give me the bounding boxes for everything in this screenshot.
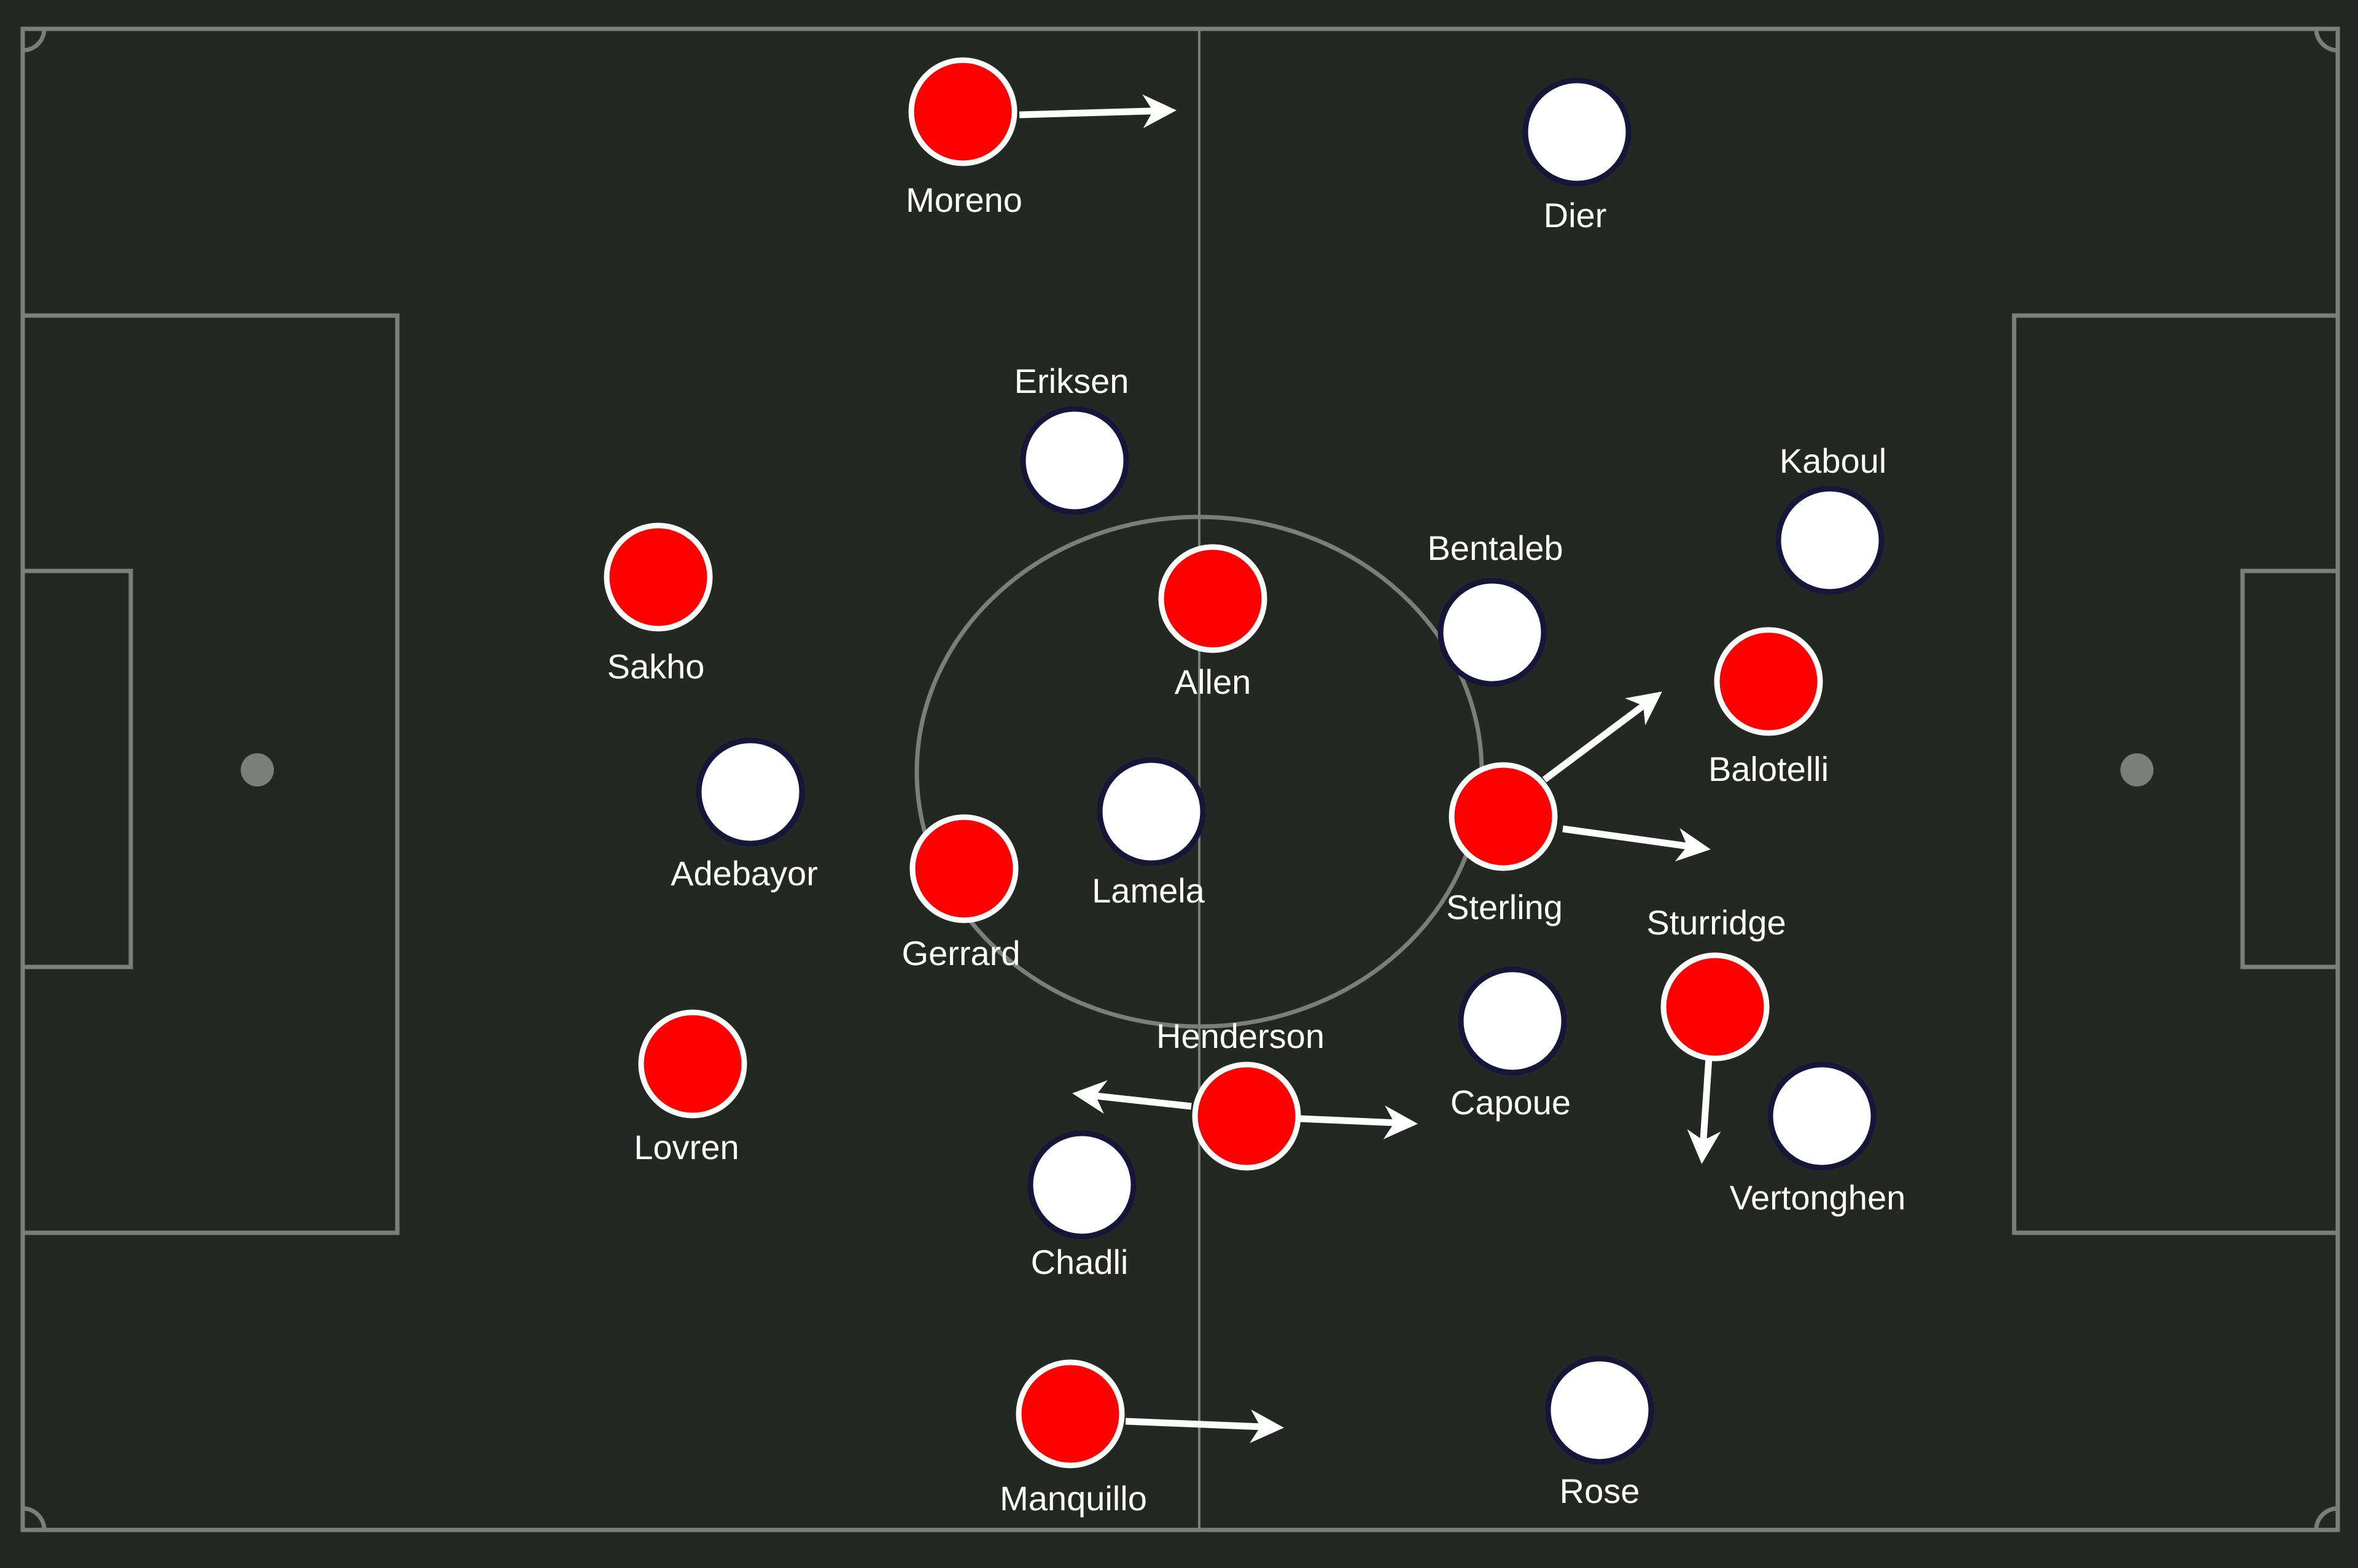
player-lovren: Lovren [634,1009,747,1166]
player-marker-red [1016,1359,1125,1469]
player-marker-white [1438,578,1547,687]
player-marker-red [1449,762,1558,871]
player-marker-red [1192,1062,1301,1171]
player-chadli: Chadli [1027,1130,1137,1281]
arrow-sturridge [1687,1057,1721,1164]
left-six-yard-box [20,569,133,969]
player-marker-red [908,57,1018,166]
player-marker-red [1158,544,1267,653]
player-label: Sterling [1446,888,1563,926]
player-label: Capoue [1450,1083,1571,1122]
player-label: Rose [1560,1472,1640,1510]
player-label: Moreno [906,180,1022,219]
player-eriksen: Eriksen [1014,362,1129,515]
player-bentaleb: Bentaleb [1427,529,1563,687]
player-label: Vertonghen [1730,1178,1905,1217]
right-six-yard-box [2240,569,2340,969]
corner-arc-bottom-right [2314,1506,2338,1531]
player-label: Bentaleb [1427,529,1563,567]
player-label: Kaboul [1780,441,1886,480]
player-marker-red [1660,952,1770,1062]
left-penalty-spot [241,753,274,786]
pitch-markings [20,26,2340,1532]
arrow-sterling-right [1562,825,1711,862]
player-marker-white [1097,757,1206,866]
player-label: Eriksen [1014,362,1129,400]
player-marker-white [1545,1356,1654,1465]
player-gerrard: Gerrard [902,814,1021,972]
corner-arc-top-right [2314,28,2338,53]
arrow-henderson-left [1072,1080,1192,1114]
player-marker-red [638,1009,747,1119]
player-adebayor: Adebayor [671,737,818,893]
player-marker-white [1767,1062,1877,1171]
player-marker-white [1775,486,1885,595]
corner-arc-top-left [22,28,47,53]
player-sturridge: Sturridge [1646,903,1786,1062]
player-rose: Rose [1545,1356,1654,1510]
player-label: Chadli [1031,1243,1129,1281]
player-marker-white [1458,966,1567,1076]
player-label: Sakho [607,647,705,686]
movement-arrows [1019,94,1721,1443]
right-penalty-spot [2120,753,2154,786]
arrow-moreno [1019,94,1177,128]
player-sakho: Sakho [604,522,713,686]
corner-arc-bottom-left [22,1506,47,1531]
player-henderson: Henderson [1156,1017,1325,1171]
player-marker-red [909,814,1019,923]
player-label: Henderson [1156,1017,1325,1055]
player-label: Sturridge [1646,903,1786,942]
player-label: Lamela [1092,871,1205,910]
player-sterling: Sterling [1446,762,1563,926]
player-label: Balotelli [1708,750,1829,788]
arrow-sterling-up [1542,691,1662,783]
player-allen: Allen [1158,544,1267,701]
arrow-henderson-right [1298,1105,1418,1139]
player-kaboul: Kaboul [1775,441,1886,595]
player-moreno: Moreno [906,57,1022,219]
player-label: Adebayor [671,854,818,893]
player-label: Allen [1175,662,1251,701]
player-dier: Dier [1522,77,1632,235]
player-balotelli: Balotelli [1708,627,1829,788]
player-marker-red [604,522,713,632]
player-marker-white [696,737,805,847]
arrow-manquillo [1125,1409,1284,1443]
player-lamela: Lamela [1092,757,1206,910]
player-label: Lovren [634,1128,739,1166]
player-label: Manquillo [1000,1479,1147,1518]
player-label: Dier [1544,196,1607,235]
player-marker-white [1027,1130,1137,1240]
player-marker-white [1522,77,1632,187]
player-capoue: Capoue [1450,966,1571,1122]
player-label: Gerrard [902,934,1021,972]
player-marker-white [1020,406,1129,515]
player-manquillo: Manquillo [1000,1359,1147,1518]
player-marker-red [1714,627,1823,736]
player-vertonghen: Vertonghen [1730,1062,1905,1217]
